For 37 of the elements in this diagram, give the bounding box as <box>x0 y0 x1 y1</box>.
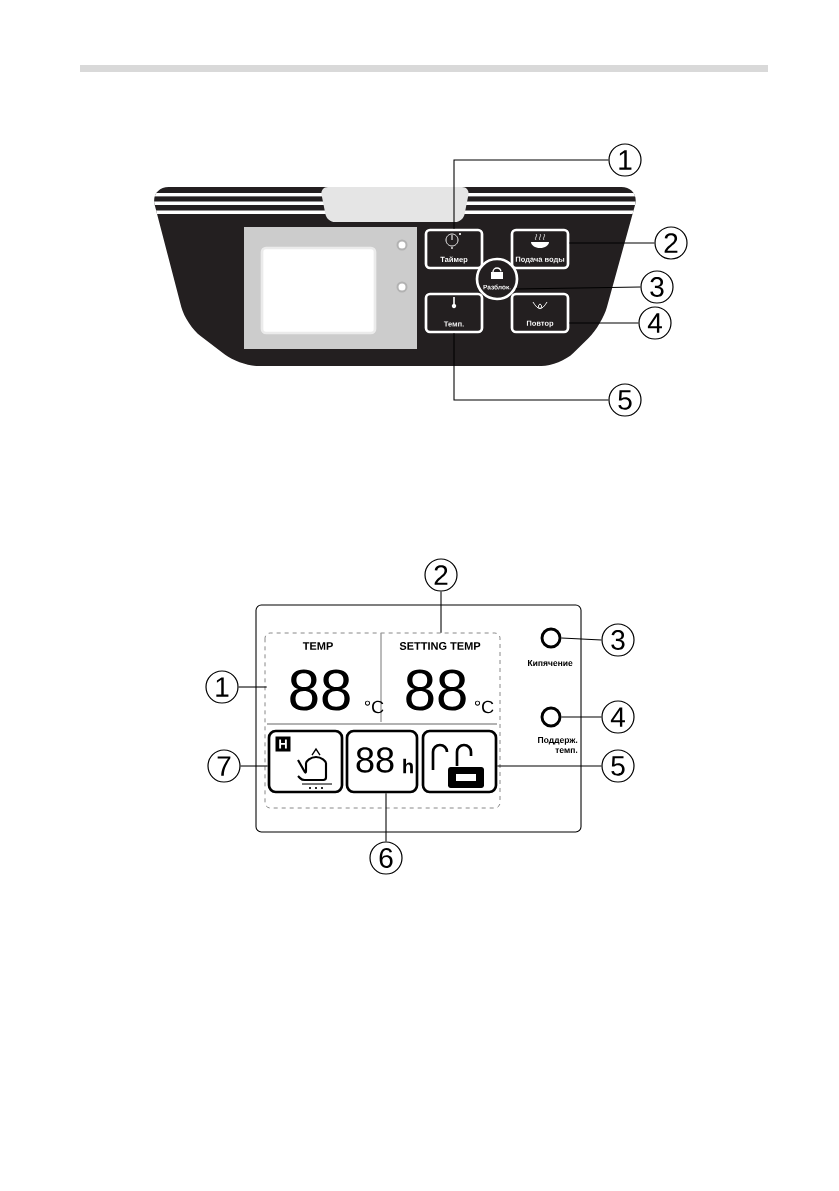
callout-number: 5 <box>601 749 635 783</box>
leader-line <box>453 159 609 230</box>
callout-number: 3 <box>640 270 674 304</box>
leader-line <box>568 242 655 244</box>
leader-line <box>240 765 269 767</box>
callout-number: 1 <box>608 143 642 177</box>
callout-number: 6 <box>369 841 403 875</box>
kettle-indicator-box: H <box>267 729 344 794</box>
callout-number: 7 <box>207 749 241 783</box>
leader-line <box>440 591 442 634</box>
leader-line <box>385 792 387 842</box>
leader-line <box>453 332 609 401</box>
callout-number: 5 <box>608 383 642 417</box>
callout-number: 3 <box>601 623 635 657</box>
segment-digits: 88 <box>406 669 466 711</box>
display-heading: SETTING TEMP <box>399 642 481 650</box>
segment-digits: 88 <box>290 669 350 711</box>
indicator-label: Поддерж. темп. <box>538 737 578 753</box>
callout-number: 2 <box>654 226 688 260</box>
indicator-label: Кипячение <box>528 660 573 666</box>
leader-line <box>515 286 641 290</box>
leader-line <box>560 637 602 641</box>
callout-number: 4 <box>638 306 672 340</box>
leader-line <box>496 765 602 767</box>
indicator-light <box>540 706 562 728</box>
unit-label: °C <box>474 700 494 714</box>
callout-number: 4 <box>601 700 635 734</box>
leader-line <box>560 716 602 718</box>
timer-indicator-box: 88 h <box>345 729 419 794</box>
unit-label: °C <box>364 700 384 714</box>
indicator-light <box>540 627 562 649</box>
callout-number: 1 <box>205 670 239 704</box>
callout-number: 2 <box>424 558 458 592</box>
leader-line <box>238 686 268 688</box>
leader-line <box>568 322 639 324</box>
lock-indicator-box <box>421 729 498 794</box>
display-heading: TEMP <box>302 642 333 650</box>
